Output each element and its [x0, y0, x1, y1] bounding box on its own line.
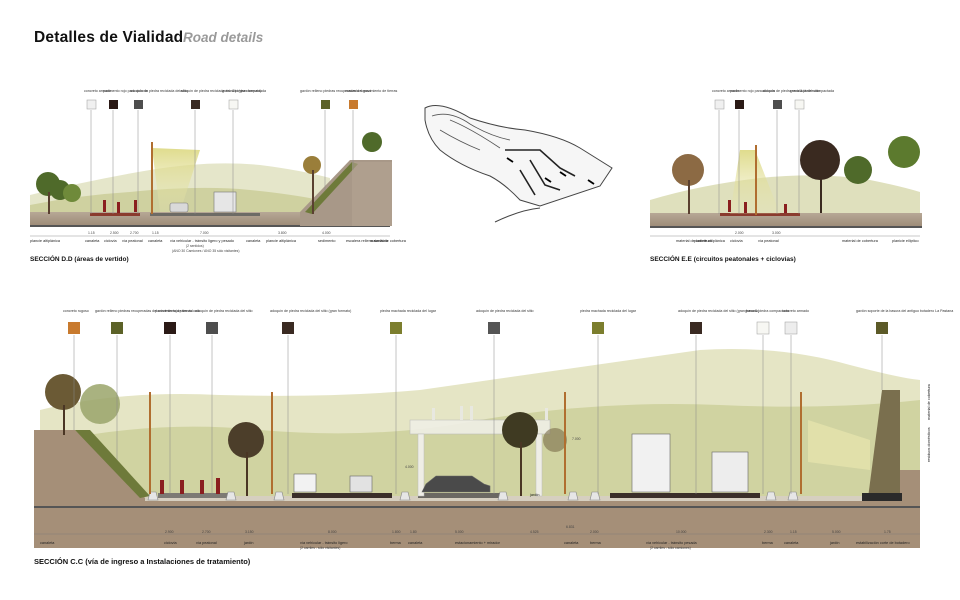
- cc-ground-label: estabilización corte de botadero: [856, 541, 910, 545]
- dd-ground-label: canaleta: [85, 239, 100, 243]
- dd-ground-label: vía vehicular - tránsito ligero y pesado: [170, 239, 234, 243]
- section-ee: concreto armado pavimento rojo para cicl…: [650, 89, 922, 263]
- section-dd: concreto armado pavimento rojo para cicl…: [30, 89, 407, 263]
- cc-caption: SECCIÓN C.C (vía de ingreso a Instalacio…: [34, 557, 251, 566]
- cc-ground-label: canaleta: [40, 541, 55, 545]
- cc-material-label: grava & piedra compactada: [745, 309, 789, 313]
- cc-side-label: material de cobertura: [927, 383, 931, 420]
- page-title: Detalles de Vialidad: [34, 29, 184, 46]
- dd-note-2: (ANO 30 Camiones / ANO 35 sólo visitante…: [172, 249, 239, 253]
- dd-ground-label: plancie altiplánica: [30, 239, 61, 243]
- dd-material-label: gavión relleno piedras recuperadas del m…: [300, 89, 397, 93]
- dd-dim: 2.500: [110, 231, 119, 235]
- ee-ground-label: material de cobertura: [676, 239, 713, 243]
- cc-ground-label: berma: [390, 541, 402, 545]
- dd-ground-label: vía peatonal: [122, 239, 143, 243]
- ee-material-label: grava & piedra compactada: [790, 89, 834, 93]
- cc-height-label: 7.000: [572, 437, 581, 441]
- dd-material-label: pavimento rojo para ciclovía: [103, 89, 148, 93]
- cc-ground-label: ciclovía: [164, 541, 178, 545]
- ee-ground-label: vía peatonal: [758, 239, 779, 243]
- cc-dim: 5.000: [455, 530, 464, 534]
- cc-material-label: gavión relleno piedras recuperadas del m…: [95, 309, 192, 313]
- cc-dim: 1.75: [884, 530, 891, 534]
- cc-dim: 8.000: [328, 530, 337, 534]
- ee-ground-label: ciclovía: [730, 239, 744, 243]
- cc-dim: 4.525: [530, 530, 539, 534]
- ee-material-label: adoquín de piedra reciclada del sitio: [762, 89, 820, 93]
- dd-ground-label: ciclovía: [104, 239, 118, 243]
- cc-material-label: piedra machada reciclada del lugar: [580, 309, 637, 313]
- cc-ground-label: canaleta: [784, 541, 799, 545]
- cc-material-label: pavimento rojo para ciclovía: [155, 309, 200, 313]
- cc-sublabel: (2 carriles - sólo visitantes): [300, 546, 340, 550]
- cc-dim: 2.900: [165, 530, 174, 534]
- dd-dim: 1.15: [88, 231, 95, 235]
- dd-ground-label: canaleta: [148, 239, 163, 243]
- cc-material-label: concreto armado: [782, 309, 809, 313]
- cc-ground-label: berma: [590, 541, 602, 545]
- ee-material-label: pavimento rojo para ciclovía: [730, 89, 775, 93]
- cc-material-label: concreto rugoso: [63, 309, 89, 313]
- cc-ground-label: vía vehicular - tránsito ligero: [300, 541, 347, 545]
- dd-material-label: concreto rugoso: [345, 89, 371, 93]
- cc-height-label: 4.000: [405, 465, 414, 469]
- dd-material-label: adoquín de piedra reciclada del sitio (g…: [180, 89, 261, 93]
- ee-material-label: concreto armado: [712, 89, 739, 93]
- cc-dim: 1.15: [790, 530, 797, 534]
- cc-center-label: jardín: [529, 493, 540, 497]
- dd-material-label: concreto armado: [84, 89, 111, 93]
- cc-dim: 2.300: [764, 530, 773, 534]
- dd-ground-label: material de cobertura: [370, 239, 407, 243]
- cc-material-label: adoquín de piedra reciclada del sitio (g…: [270, 309, 351, 313]
- key-plan: [424, 105, 613, 223]
- cc-ground-label: vía peatonal: [196, 541, 217, 545]
- cc-material-label: gavión soporte de la basura del antiguo …: [856, 309, 953, 313]
- cc-dim: 1.800: [392, 530, 401, 534]
- cc-ground-label: jardín: [243, 541, 254, 545]
- dd-dim: 7.000: [200, 231, 209, 235]
- dd-ground-label: plancie altiplánica: [266, 239, 297, 243]
- cc-sublabel: (2 carriles - sólo camiones): [650, 546, 691, 550]
- section-cc: concreto rugoso gavión relleno piedras r…: [34, 309, 953, 566]
- dd-note: (2 sentidos): [186, 244, 204, 248]
- ee-caption: SECCIÓN E.E (circuitos peatonales + cicl…: [650, 254, 796, 263]
- cc-dim: 2.700: [202, 530, 211, 534]
- ee-dim: 2.000: [735, 231, 744, 235]
- cc-dim: 6.831: [566, 525, 575, 529]
- cc-material-label: adoquín de piedra reciclada del sitio: [195, 309, 253, 313]
- dd-ground-label: canaleta: [246, 239, 261, 243]
- dd-dim: 1.15: [152, 231, 159, 235]
- dd-material-label: adoquín de piedra reciclada del sitio: [130, 89, 188, 93]
- dd-dim: 2.700: [130, 231, 139, 235]
- cc-ground-label: jardín: [829, 541, 840, 545]
- dd-ground-label: sedimento: [318, 239, 336, 243]
- cc-dim: 3.150: [245, 530, 254, 534]
- cc-ground-label: canaleta: [564, 541, 579, 545]
- cc-dim: 5.000: [832, 530, 841, 534]
- cc-dim: 10.000: [676, 530, 686, 534]
- cc-side-label: residuos domésticos: [927, 427, 931, 462]
- page-subtitle: Road details: [183, 30, 264, 45]
- cc-ground-label: vía vehicular - tránsito pesada: [646, 541, 698, 545]
- ee-ground-label: planicie altiplánica: [694, 239, 726, 243]
- cc-material-label: piedra machada reciclada del lugar: [380, 309, 437, 313]
- dd-ground-label: escalera relleno sanitario: [346, 239, 388, 243]
- cc-material-label: adoquín de piedra reciclada del sitio: [476, 309, 534, 313]
- ee-ground-label: planicie elliptico: [892, 239, 919, 243]
- dd-caption: SECCIÓN D.D (áreas de vertido): [30, 254, 129, 263]
- cc-ground-label: berma: [762, 541, 774, 545]
- cc-material-label: adoquín de piedra reciclada del sitio (g…: [678, 309, 759, 313]
- cc-dim: 2.000: [590, 530, 599, 534]
- ee-dim: 3.000: [772, 231, 781, 235]
- cc-ground-label: estacionamiento + mirador: [455, 541, 501, 545]
- cc-ground-label: canaleta: [408, 541, 423, 545]
- ee-ground-label: material de cobertura: [842, 239, 879, 243]
- dd-dim: 4.000: [322, 231, 331, 235]
- dd-material-label: grava & piedra compactada: [222, 89, 266, 93]
- cc-dim: 1.80: [410, 530, 417, 534]
- dd-dim: 3.800: [278, 231, 287, 235]
